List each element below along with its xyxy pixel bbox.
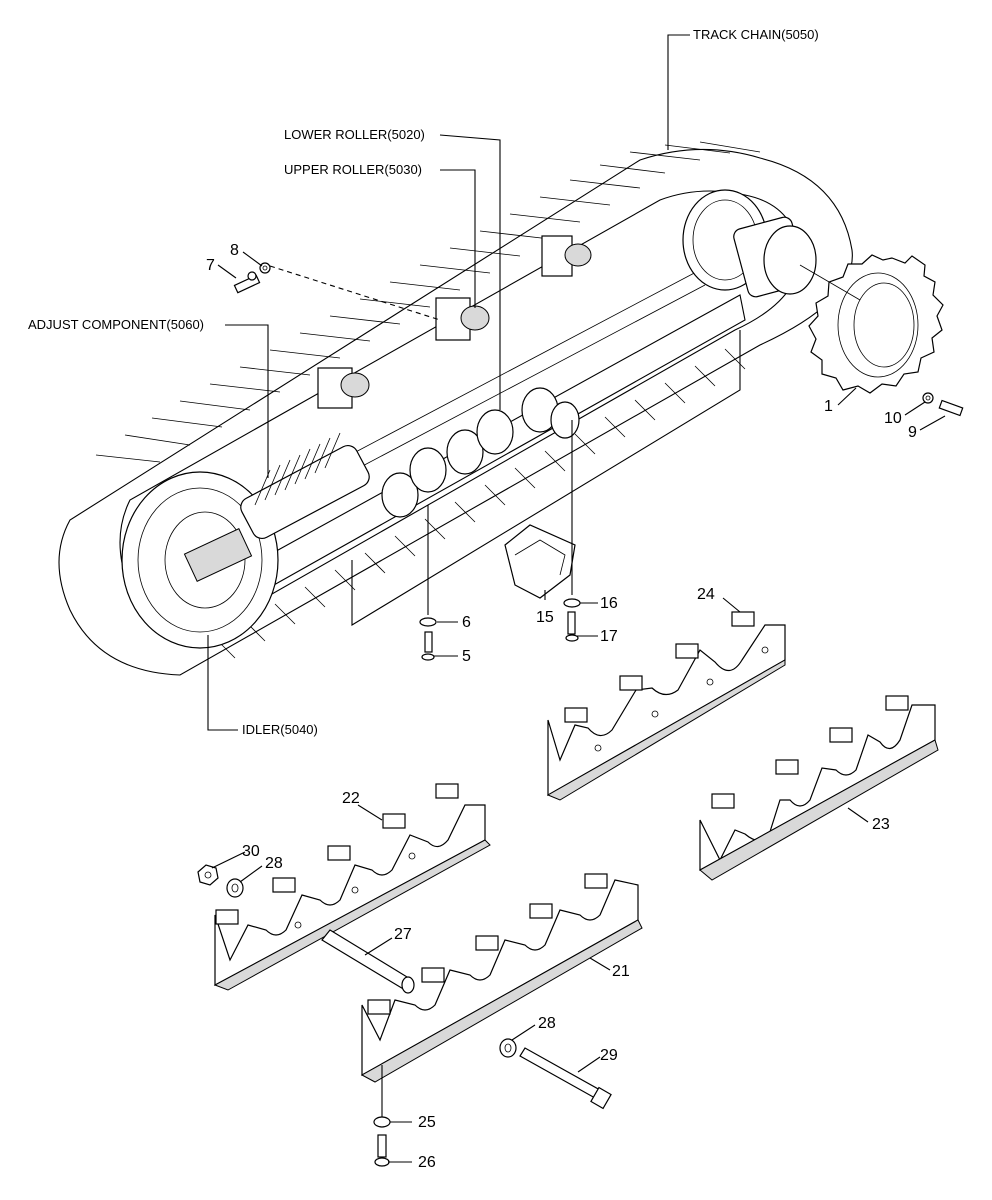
part-number-6: 6	[462, 614, 471, 631]
part-number-1: 1	[824, 398, 833, 415]
part-number-23: 23	[872, 816, 890, 833]
part-number-22: 22	[342, 790, 360, 807]
callout-idler: IDLER(5040)	[242, 722, 318, 737]
part-number-30: 30	[242, 843, 260, 860]
sprocket	[799, 254, 944, 394]
guard-plate-23	[699, 695, 939, 881]
pin-27	[321, 929, 415, 994]
upper-roller-1	[317, 367, 370, 409]
bolt-29	[519, 1047, 612, 1110]
part-number-5: 5	[462, 648, 471, 665]
adjust-component-spring	[240, 432, 370, 540]
part-number-8: 8	[230, 242, 239, 259]
callout-lower-roller: LOWER ROLLER(5020)	[284, 127, 425, 142]
part-number-15: 15	[536, 609, 554, 626]
part-number-9: 9	[908, 424, 917, 441]
part-number-25: 25	[418, 1114, 436, 1131]
washer-28-b	[499, 1038, 517, 1058]
track-assembly	[58, 141, 853, 676]
callout-track-chain: TRACK CHAIN(5050)	[693, 27, 819, 42]
upper-roller-3	[541, 235, 592, 277]
guard-15	[504, 524, 576, 599]
washer-28-a	[226, 878, 244, 898]
leader-lines	[207, 34, 946, 1163]
part-number-21: 21	[612, 963, 630, 980]
part-number-17: 17	[600, 628, 618, 645]
bolt-washer-7-8	[233, 262, 441, 321]
final-drive	[682, 189, 817, 298]
track-frame-upper	[349, 269, 706, 471]
guard-plate-21	[360, 873, 643, 1083]
part-number-26: 26	[418, 1154, 436, 1171]
callout-upper-roller: UPPER ROLLER(5030)	[284, 162, 422, 177]
part-number-27: 27	[394, 926, 412, 943]
part-number-24: 24	[697, 586, 715, 603]
part-number-28-a: 28	[265, 855, 283, 872]
bolt-washer-16-17	[563, 420, 581, 642]
idler-wheel	[121, 471, 279, 649]
track-shoe-lines	[95, 141, 761, 659]
part-number-29: 29	[600, 1047, 618, 1064]
upper-roller-2	[435, 297, 490, 341]
part-number-28-b: 28	[538, 1015, 556, 1032]
part-number-10: 10	[884, 410, 902, 427]
nut-30	[197, 864, 219, 886]
part-number-7: 7	[206, 257, 215, 274]
part-number-16: 16	[600, 595, 618, 612]
callout-adjust-component: ADJUST COMPONENT(5060)	[28, 317, 204, 332]
bolt-washer-25-26	[373, 1065, 391, 1167]
bolt-washer-5-6	[419, 505, 437, 661]
guard-plate-24	[546, 611, 786, 801]
bolt-washer-9-10	[922, 392, 964, 417]
lower-rollers	[381, 387, 580, 518]
guard-plate-22	[213, 783, 491, 991]
